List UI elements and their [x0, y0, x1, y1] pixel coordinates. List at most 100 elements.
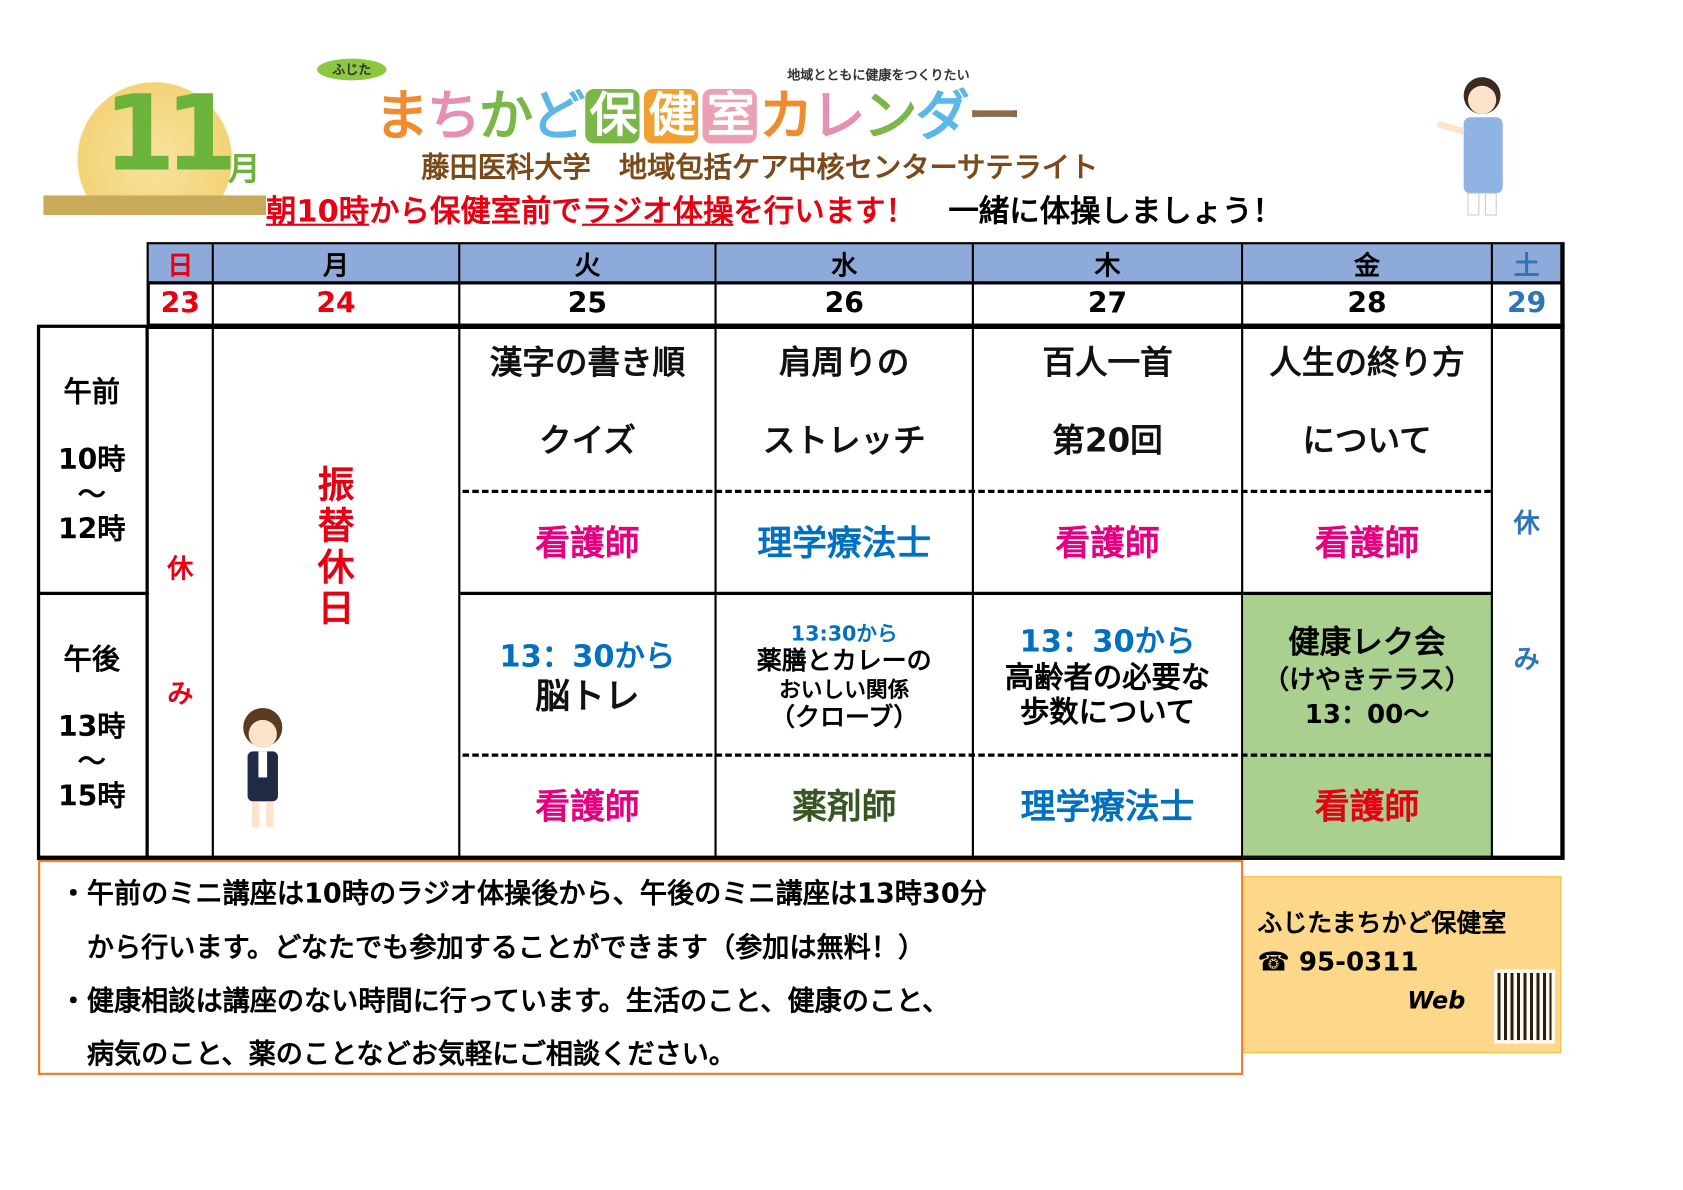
nurse-illustration [1436, 77, 1503, 216]
note-line: 病気のこと、薬のことなどお気軽にご相談ください。 [59, 1038, 736, 1070]
ground [43, 195, 267, 215]
qr-code[interactable] [1494, 969, 1555, 1044]
month-suffix: 月 [228, 150, 261, 189]
pm-role-tue: 看護師 [460, 753, 717, 858]
radio-time: 朝10時 [266, 193, 370, 230]
note-line: ・午前のミニ講座は10時のラジオ体操後から、午後のミニ講座は13時30分 [59, 877, 987, 909]
weekday-3: 水 [716, 244, 974, 285]
text: 漢字の書き順 [489, 343, 686, 382]
am-topic-1: 肩周りのストレッチ [717, 325, 974, 490]
text: 13:30から [790, 621, 898, 646]
date-1: 24 [213, 284, 461, 326]
text: 12時 [57, 513, 126, 547]
date-2: 25 [460, 284, 717, 326]
role-label: 理学療法士 [757, 522, 932, 564]
am-topic-0: 漢字の書き順クイズ [460, 325, 717, 490]
saturday-closed: 休み [1492, 325, 1563, 858]
date-6: 29 [1492, 284, 1563, 326]
title-char-1: ち [426, 84, 481, 148]
radio-text2: を行います！ [733, 193, 916, 230]
radio-invite: 一緒に体操しましょう！ [948, 193, 1283, 230]
role-label: 看護師 [535, 786, 640, 828]
date-5: 28 [1243, 284, 1493, 326]
am-role-2: 看護師 [973, 489, 1244, 596]
weekday-6: 土 [1492, 244, 1563, 285]
tagline: 地域とともに健康をつくりたい [787, 67, 970, 83]
note-line: から行います。どなたでも参加することができます（参加は無料！） [59, 931, 926, 964]
text: 高齢者の必要な [1004, 661, 1211, 695]
text: ～ [77, 478, 106, 512]
text: 15時 [57, 780, 126, 813]
title-tail-1: レ [811, 84, 865, 148]
text: 13：00～ [1304, 699, 1430, 730]
am-role-1: 理学療法士 [716, 489, 974, 596]
pm-role-wed: 薬剤師 [716, 753, 974, 858]
am-topic-3: 人生の終り方について [1243, 325, 1493, 490]
month-number: 11 [103, 72, 237, 195]
sunday-closed: 休み [148, 325, 214, 858]
weekday-label: 水 [831, 250, 858, 281]
am-label: 午前 [63, 376, 120, 410]
date-label: 25 [567, 287, 608, 321]
title-box-2: 室 [702, 88, 757, 144]
text: 休 [167, 553, 194, 585]
radio-exercise: ラジオ体操 [581, 193, 734, 230]
weekday-label: 月 [323, 250, 350, 281]
pm-topic-fri: 健康レク会（けやきテラス） 13：00～ [1243, 595, 1493, 754]
weekday-label: 火 [574, 250, 601, 281]
text: 13：30から [499, 638, 676, 675]
pm-topic-wed: 13:30から薬膳とカレーのおいしい関係（クローブ） [717, 595, 974, 754]
title-box-1: 健 [643, 88, 699, 144]
monday-holiday-cell: 振替休日 [213, 325, 461, 858]
weekday-label: 木 [1094, 250, 1121, 281]
role-label: 看護師 [1055, 522, 1160, 564]
text: クイズ [539, 421, 636, 460]
text: 13：30から [1019, 623, 1196, 660]
am-role-0: 看護師 [460, 489, 717, 596]
pm-role-fri: 看護師 [1243, 753, 1493, 858]
weekday-label: 土 [1513, 250, 1540, 281]
text: （けやきテラス） [1263, 664, 1472, 695]
text: 第20回 [1052, 421, 1163, 460]
date-4: 27 [973, 284, 1244, 326]
title-char-0: ま [374, 84, 429, 148]
contact-phone: 95-0311 [1298, 946, 1419, 978]
role-label: 看護師 [1314, 522, 1420, 564]
title-tail-4: ー [967, 84, 1021, 148]
weekday-4: 木 [973, 244, 1244, 285]
title-char-2: か [478, 84, 533, 148]
month-illustration: 11 月 [43, 72, 267, 215]
monday-holiday: 振替休日 [317, 463, 355, 631]
date-3: 26 [716, 284, 974, 326]
weekday-5: 金 [1243, 244, 1493, 285]
weekday-0: 日 [148, 244, 214, 285]
text: 健康レク会 [1288, 623, 1446, 661]
text: ～ [77, 745, 106, 778]
text: 13時 [57, 710, 126, 744]
weekday-1: 月 [213, 244, 461, 285]
title-tail-2: ン [863, 84, 917, 148]
pm-topic-tue: 13：30から脳トレ [460, 595, 717, 754]
weekday-label: 日 [167, 250, 194, 281]
text: 休 [1513, 507, 1540, 539]
date-label: 26 [824, 287, 864, 321]
radio-text: から保健室前で [369, 193, 582, 230]
weekday-label: 金 [1353, 250, 1381, 281]
phone-icon: ☎ [1257, 946, 1290, 978]
text: 百人一首 [1042, 343, 1173, 382]
title-box-0: 保 [585, 88, 640, 144]
am-role-3: 看護師 [1243, 489, 1493, 596]
role-label: 看護師 [535, 522, 640, 564]
note-line: ・健康相談は講座のない時間に行っています。生活のこと、健康のこと、 [59, 984, 950, 1017]
date-label: 29 [1506, 287, 1547, 321]
subtitle: 藤田医科大学 地域包括ケア中核センターサテライト [421, 152, 1099, 185]
contact-name: ふじたまちかど保健室 [1257, 909, 1507, 939]
text: 脳トレ [535, 675, 640, 717]
notes-box: ・午前のミニ講座は10時のラジオ体操後から、午後のミニ講座は13時30分 から行… [38, 859, 1244, 1075]
text: 薬膳とカレーの [756, 646, 932, 675]
date-0: 23 [148, 284, 214, 326]
dashed-divider [462, 753, 1491, 757]
web-label: Web [1407, 988, 1466, 1016]
text: み [167, 678, 194, 710]
dashed-divider [462, 489, 1491, 493]
